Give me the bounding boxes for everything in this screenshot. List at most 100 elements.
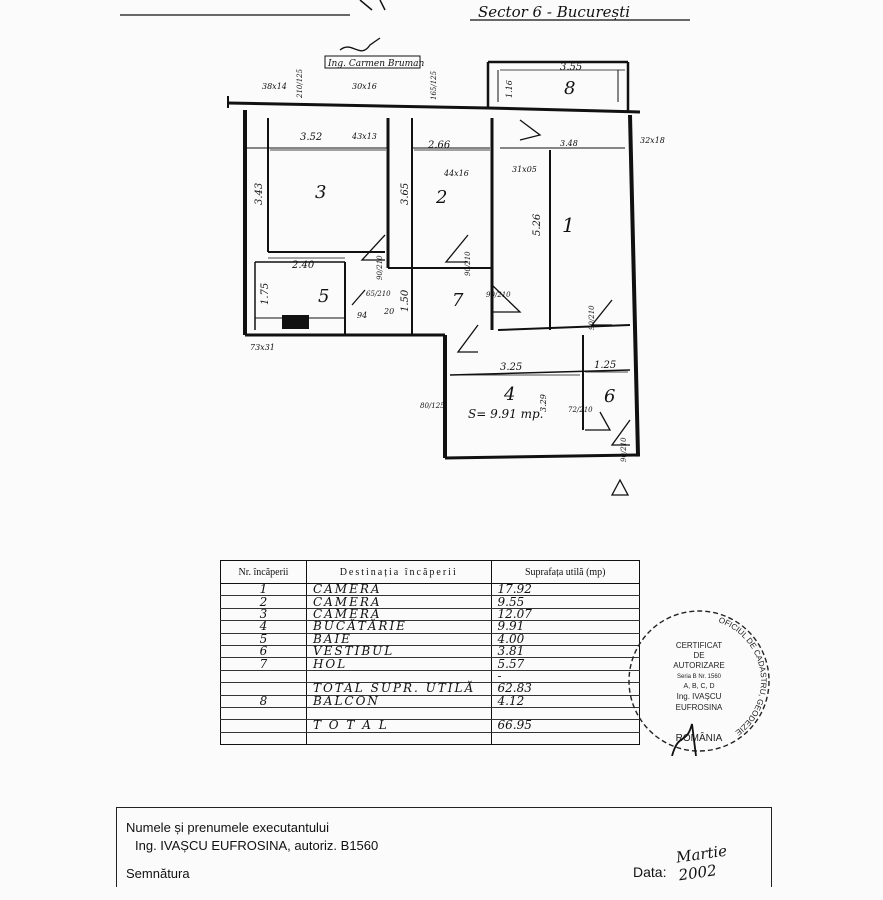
cell-nr xyxy=(220,682,307,696)
dim-label: 5.26 xyxy=(532,213,543,236)
dim-label: 2.66 xyxy=(427,140,451,151)
dim-label: 31x05 xyxy=(512,165,537,174)
cell-nr xyxy=(220,707,307,721)
cell-nr xyxy=(220,732,307,746)
cell-area: 62.83 xyxy=(490,682,640,696)
cell-area: 9.91 xyxy=(490,620,640,634)
room-number-7: 7 xyxy=(452,290,464,311)
stamp-line: DE xyxy=(693,651,704,660)
table-row xyxy=(220,732,640,746)
stamp-ring-text: OFICIUL DE CADASTRU, GEODEZIE xyxy=(717,615,768,737)
dim-label: 3.65 xyxy=(400,183,411,205)
dim-label: 1.50 xyxy=(400,289,411,312)
cell-area: 4.12 xyxy=(490,695,640,708)
executant-label: Numele și prenumele executantului xyxy=(126,820,330,835)
cell-area: 4.00 xyxy=(490,633,640,646)
signature-label: Semnătura xyxy=(126,866,190,881)
stamp-line: A, B, C, D xyxy=(683,683,714,690)
cell-nr: 7 xyxy=(220,657,307,671)
area-table: Nr. încăperii Destinația încăperii Supra… xyxy=(220,560,640,746)
dim-label: 3.29 xyxy=(539,394,548,412)
cell-destination: CAMERA xyxy=(305,583,492,597)
stamp-line: EUFROSINA xyxy=(676,703,723,712)
room-number-5: 5 xyxy=(318,286,329,307)
room-number-1: 1 xyxy=(562,213,575,237)
cell-area: 12.07 xyxy=(490,608,640,622)
cell-nr xyxy=(220,719,307,733)
dim-label: 3.43 xyxy=(254,183,265,205)
cell-area: 5.57 xyxy=(490,657,640,671)
col-header-area: Suprafața utilă (mp) xyxy=(490,560,640,584)
cell-nr: 8 xyxy=(220,695,307,708)
stamp-line: Ing. IVAȘCU xyxy=(677,692,722,701)
date-label: Data: xyxy=(633,864,667,880)
dim-label: 90/210 xyxy=(376,255,384,280)
table-row xyxy=(220,707,640,721)
dim-label: 30x16 xyxy=(352,82,377,91)
cell-destination: BUCĂTĂRIE xyxy=(305,620,492,634)
dim-label: 165/125 xyxy=(430,70,438,100)
cell-nr: 1 xyxy=(220,583,307,597)
stamp-line: ROMÂNIA xyxy=(676,731,723,744)
cell-area: 66.95 xyxy=(490,719,640,733)
cell-area: 3.81 xyxy=(490,645,640,659)
dim-label: 20 xyxy=(383,307,394,316)
room-number-3: 3 xyxy=(315,182,326,203)
dim-label: 44x16 xyxy=(443,169,469,178)
room-number-4: 4 xyxy=(503,384,515,405)
stamp-line: AUTORIZARE xyxy=(673,661,724,670)
table-header-row: Nr. încăperii Destinația încăperii Supra… xyxy=(220,560,640,584)
cell-destination xyxy=(305,707,492,721)
dim-label: 73x31 xyxy=(250,343,275,352)
date-value: Martie 2002 xyxy=(674,841,729,885)
dim-label: 80/125 xyxy=(420,402,445,410)
authorization-stamp: OFICIUL DE CADASTRU, GEODEZIE CERTIFICAT… xyxy=(628,610,770,756)
stamp-line: CERTIFICAT xyxy=(676,641,722,650)
room-number-6: 6 xyxy=(604,386,615,407)
dim-label: 43x13 xyxy=(351,132,377,141)
kitchen-area-note: S= 9.91 mp. xyxy=(468,407,544,421)
dim-label: 90/210 xyxy=(588,305,596,330)
executant-box: Numele și prenumele executantului Ing. I… xyxy=(116,807,772,887)
dim-label: 3.52 xyxy=(300,132,322,143)
dim-label: 90/210 xyxy=(464,251,472,276)
cell-destination: HOL xyxy=(305,657,492,671)
dim-label: 2.40 xyxy=(291,260,315,271)
table-row: - xyxy=(220,670,640,684)
cell-destination: CAMERA xyxy=(305,608,492,622)
cell-area xyxy=(490,732,640,746)
cell-destination xyxy=(305,670,492,684)
dim-label: 65/210 xyxy=(366,290,391,298)
cell-area: - xyxy=(490,670,640,684)
cell-destination: BALCON xyxy=(305,695,492,708)
dim-label: 1.25 xyxy=(594,360,616,371)
dim-label: 1.16 xyxy=(505,80,514,98)
cell-destination: T O T A L xyxy=(305,719,492,733)
dim-label: 1.75 xyxy=(260,283,271,305)
dim-label: 38x14 xyxy=(262,82,287,91)
cell-destination xyxy=(305,732,492,746)
stamp-line: Seria B Nr. 1560 xyxy=(677,674,722,680)
col-header-destination: Destinația încăperii xyxy=(305,560,492,584)
dim-label: 90/210 xyxy=(486,291,511,299)
dim-label: 94 xyxy=(357,311,367,320)
cell-nr: 2 xyxy=(220,595,307,609)
cell-nr xyxy=(220,670,307,684)
engineer-mark: Ing. Carmen Bruman xyxy=(327,59,425,69)
cell-nr: 6 xyxy=(220,645,307,659)
signature-scribble xyxy=(671,723,697,756)
cell-nr: 4 xyxy=(220,620,307,634)
executant-name: Ing. IVAȘCU EUFROSINA, autoriz. B1560 xyxy=(135,838,379,853)
cell-destination: VESTIBUL xyxy=(305,645,492,659)
dim-label: 90/210 xyxy=(620,437,628,462)
dim-label: 3.48 xyxy=(560,139,578,148)
cell-area: 9.55 xyxy=(490,595,640,609)
